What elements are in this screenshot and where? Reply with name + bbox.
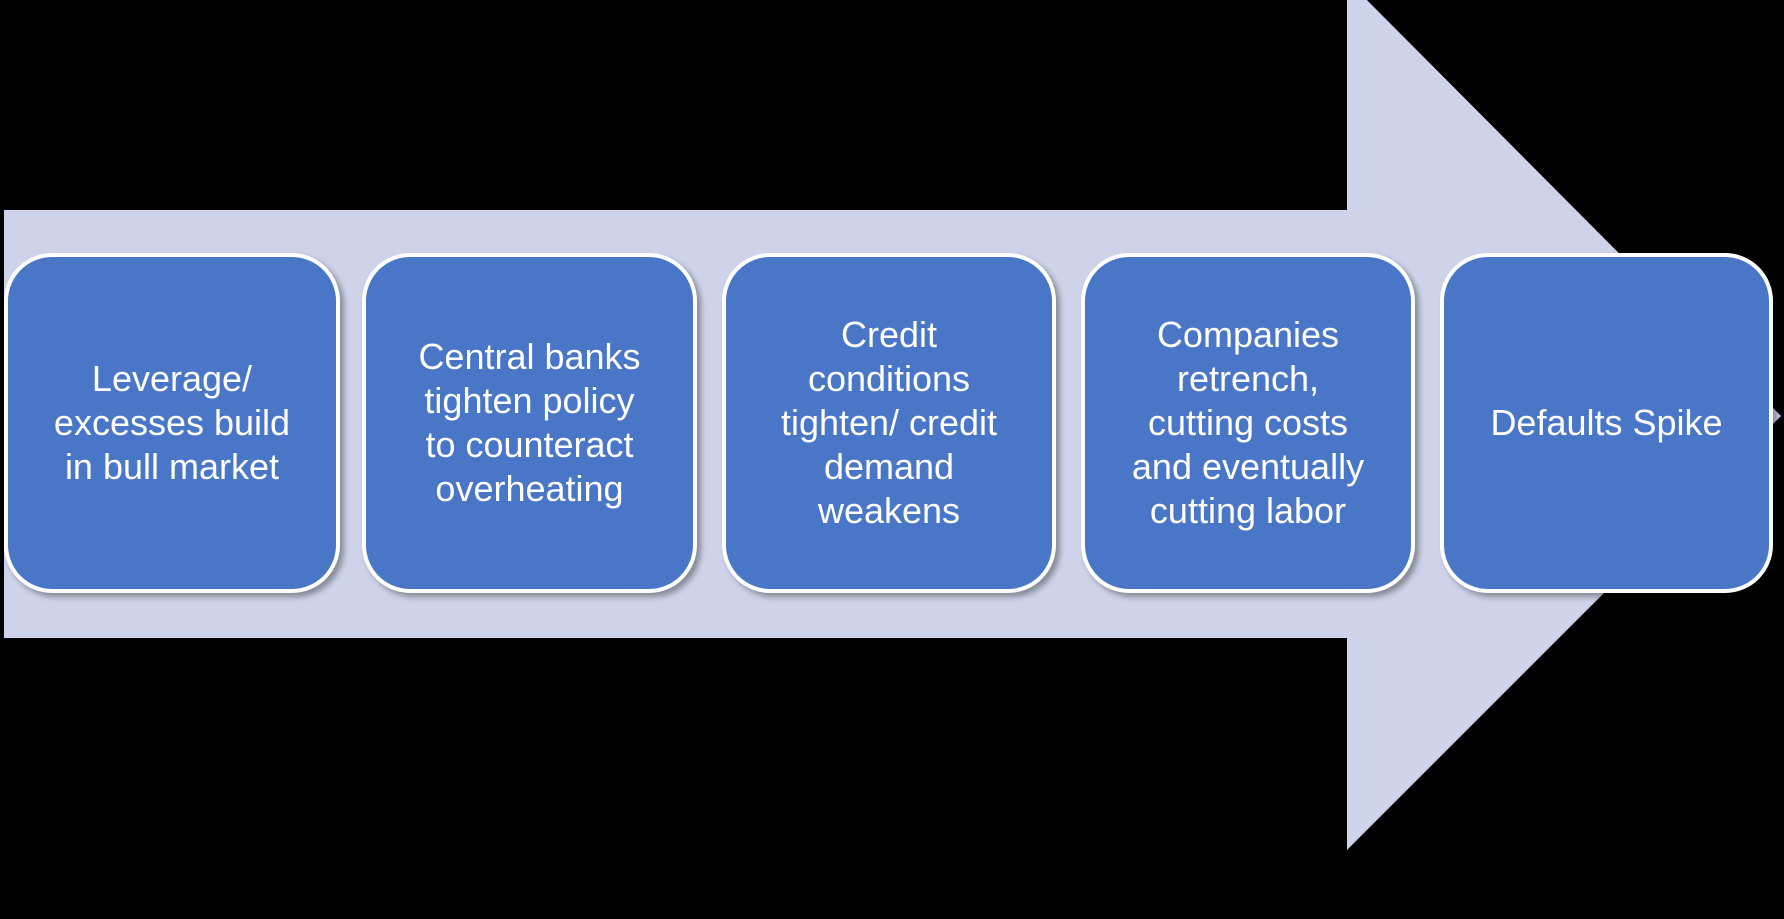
process-step-box-4: Companies retrench, cutting costs and ev… <box>1081 253 1415 593</box>
process-step-label-4: Companies retrench, cutting costs and ev… <box>1131 314 1365 531</box>
process-step-box-2: Central banks tighten policy to countera… <box>362 253 697 593</box>
process-step-label-5: Defaults Spike <box>1490 402 1723 444</box>
process-step-label-1: Leverage/ excesses build in bull market <box>53 358 291 487</box>
process-step-label-3: Credit conditions tighten/ credit demand… <box>780 314 998 531</box>
process-step-box-1: Leverage/ excesses build in bull market <box>4 253 340 593</box>
process-step-box-5: Defaults Spike <box>1440 253 1773 593</box>
process-step-label-2: Central banks tighten policy to countera… <box>418 336 641 509</box>
process-step-box-3: Credit conditions tighten/ credit demand… <box>722 253 1056 593</box>
